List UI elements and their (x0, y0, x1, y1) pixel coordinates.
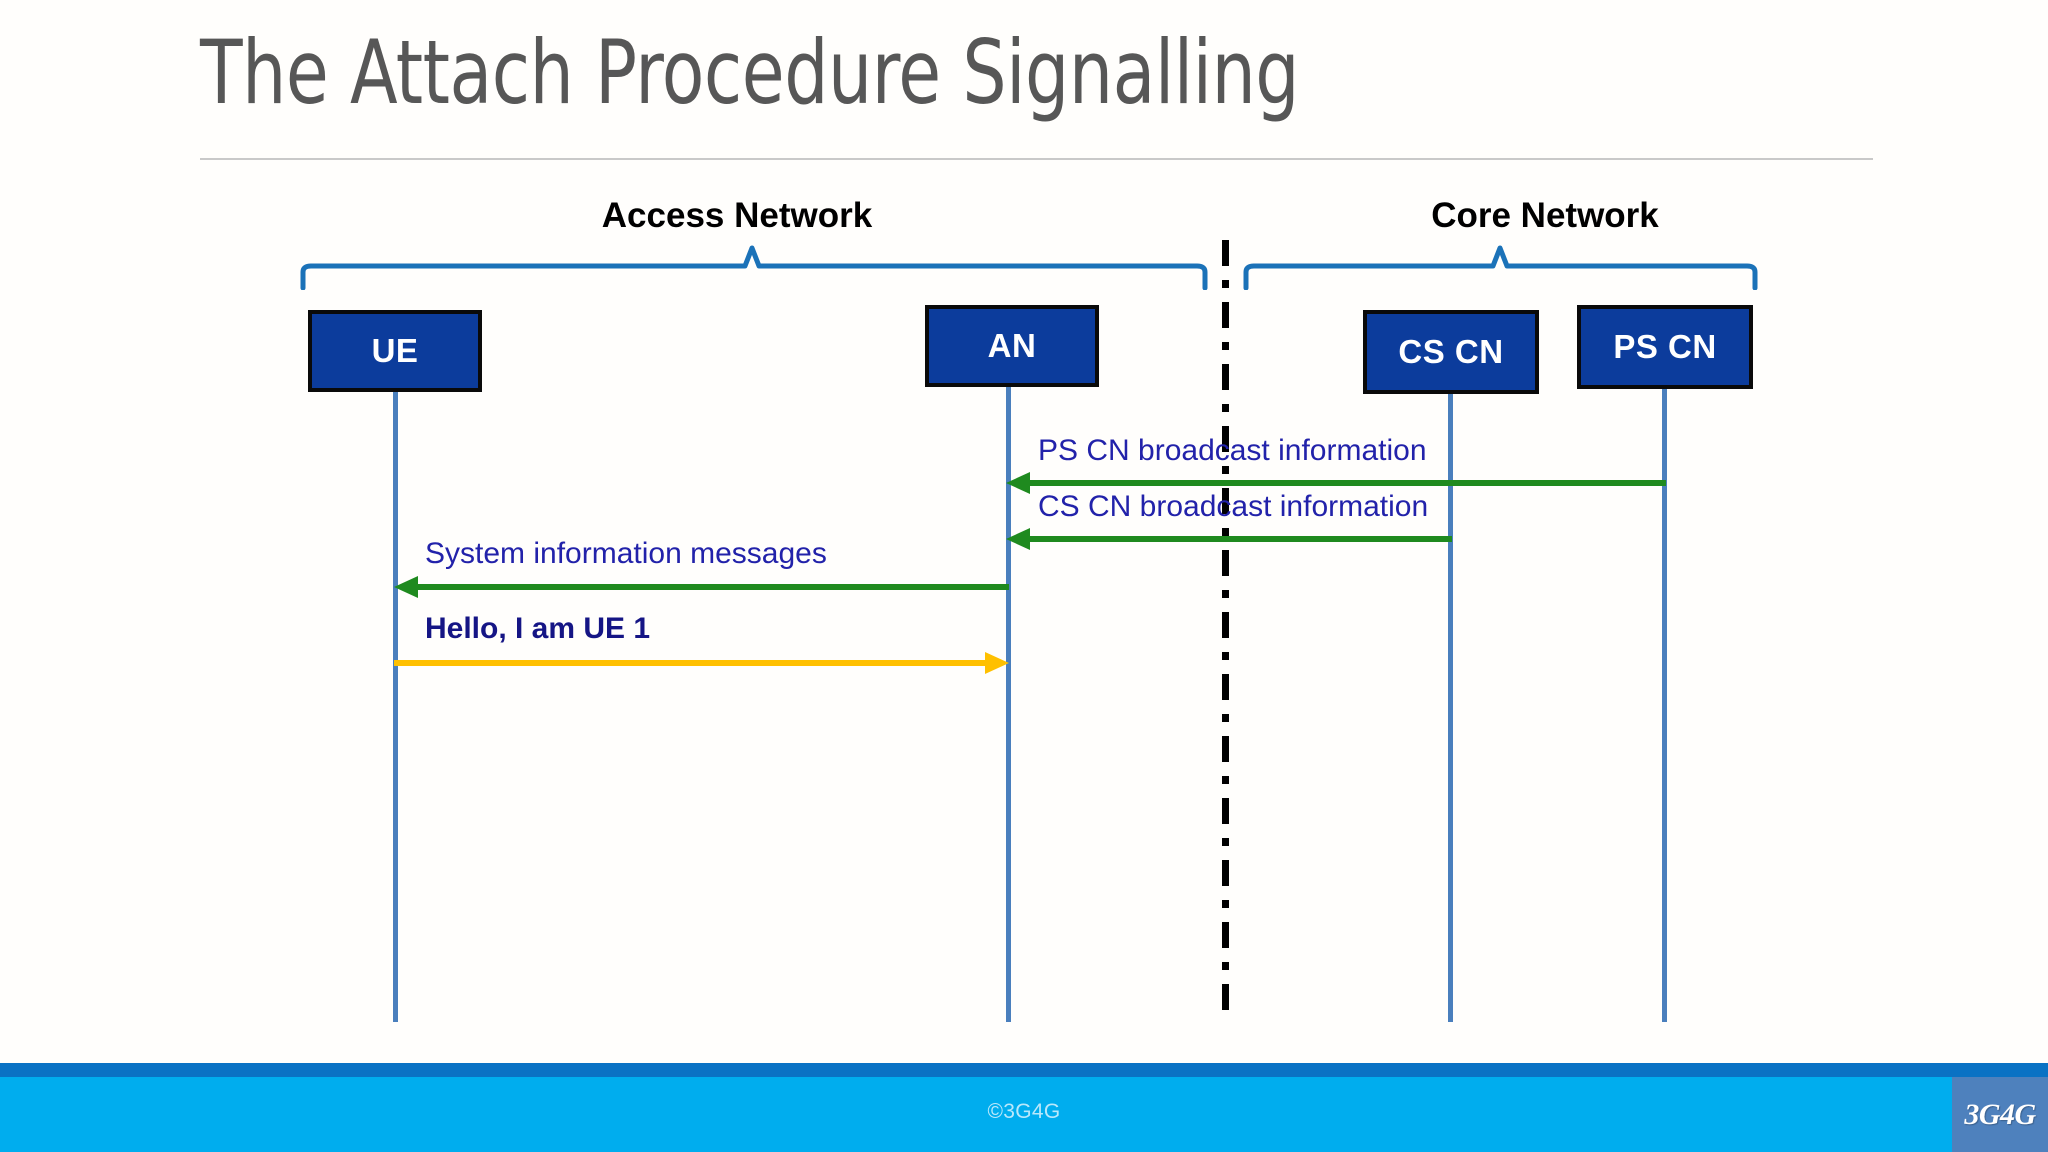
message-arrow-cs-cn-broadcast (1000, 524, 1456, 554)
brand-logo-text: 3G4G (1964, 1097, 2036, 1131)
node-box-an[interactable]: AN (925, 305, 1099, 387)
brand-logo[interactable]: 3G4G (1952, 1077, 2048, 1152)
node-label-an: AN (987, 327, 1037, 364)
message-label-system-information: System information messages (425, 537, 827, 570)
page-title: The Attach Procedure Signalling (200, 21, 1300, 124)
group-label-access-network: Access Network (601, 196, 873, 235)
lifeline-an (1006, 386, 1011, 1022)
lifeline-ue (393, 390, 398, 1022)
message-label-hello-i-am-ue-1: Hello, I am UE 1 (425, 612, 651, 645)
title-divider-rule (200, 158, 1873, 160)
group-label-core-network: Core Network (1431, 196, 1659, 235)
footer-accent-strip (0, 1063, 2048, 1077)
message-label-ps-cn-broadcast: PS CN broadcast information (1038, 434, 1427, 467)
message-arrow-hello-i-am-ue-1 (392, 648, 1015, 678)
node-box-ue[interactable]: UE (308, 310, 482, 392)
message-arrow-ps-cn-broadcast (1000, 468, 1670, 498)
footer-bar (0, 1077, 2048, 1152)
node-box-cs-cn[interactable]: CS CN (1363, 310, 1539, 394)
node-label-ue: UE (371, 332, 419, 369)
access-core-divider (1222, 240, 1229, 1022)
group-brackets (300, 245, 1758, 290)
lifeline-cs-cn (1448, 392, 1453, 1022)
footer-copyright: ©3G4G (987, 1100, 1061, 1123)
lifeline-ps-cn (1662, 388, 1667, 1022)
node-label-cs-cn: CS CN (1398, 333, 1504, 370)
message-label-cs-cn-broadcast: CS CN broadcast information (1038, 490, 1429, 523)
node-label-ps-cn: PS CN (1613, 328, 1717, 365)
message-arrow-system-information (388, 572, 1013, 602)
node-box-ps-cn[interactable]: PS CN (1577, 305, 1753, 389)
